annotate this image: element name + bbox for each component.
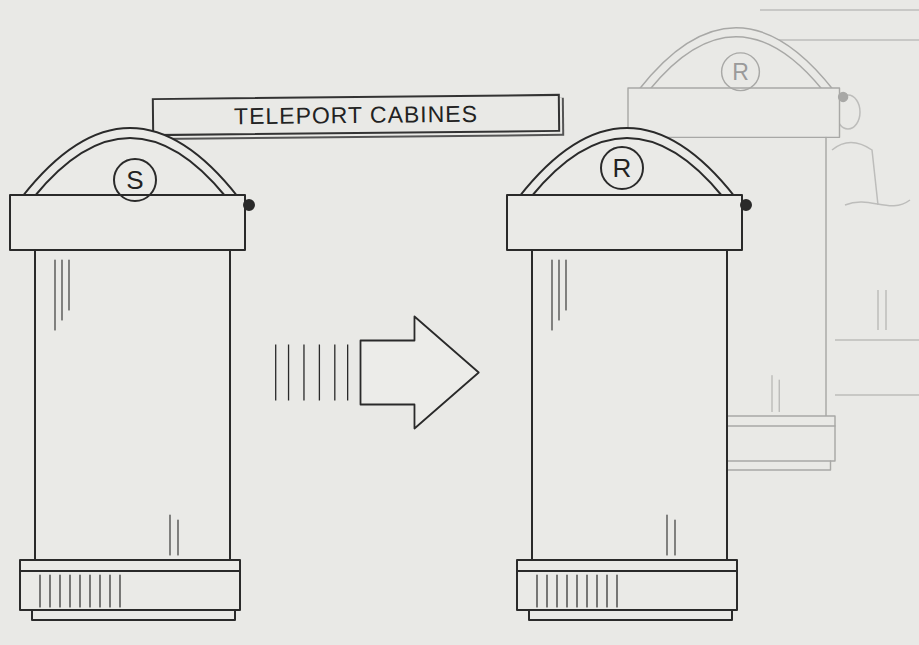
teleported-torso	[544, 272, 692, 432]
faint-figure	[728, 180, 810, 322]
teleport-cabin: S	[10, 125, 250, 620]
cabin-letter: R	[613, 155, 632, 181]
teleport-arrow	[276, 317, 479, 429]
title-frame: TELEPORT CABINES	[152, 94, 560, 136]
cabin-outline	[10, 125, 250, 620]
cabin-letter: R	[732, 60, 749, 83]
teleported-legs	[58, 405, 208, 558]
cabin-outline	[507, 125, 747, 620]
teleport-cabin: R	[507, 125, 747, 620]
diagram-title: TELEPORT CABINES	[234, 100, 478, 130]
cabin-letter: S	[126, 167, 143, 193]
